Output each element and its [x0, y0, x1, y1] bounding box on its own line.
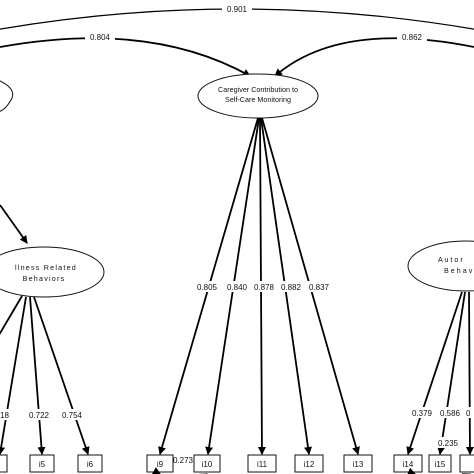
indicator-label: i10: [202, 460, 213, 469]
latent-label-line2: Self-Care Monitoring: [225, 95, 291, 104]
latent-label-line1: A u t o r: [438, 255, 463, 264]
loading-label: 0.878: [254, 283, 275, 292]
correlation-label: 0.901: [227, 5, 248, 14]
indicator-label: i15: [435, 460, 446, 469]
label-bg: [195, 281, 219, 292]
indicator-box: [343, 454, 373, 473]
label-bg: [27, 409, 51, 420]
loadings-monitoring: 0.805 0.840 0.878 0.882 0.837: [158, 117, 360, 455]
loading-arrow: [0, 295, 23, 335]
label-bg: [60, 409, 84, 420]
loading-arrow: [437, 291, 466, 455]
correlation-arc: [274, 37, 474, 77]
loading-label: 0: [466, 409, 471, 418]
loading-label: 0.805: [197, 283, 218, 292]
label-bg: [279, 281, 303, 292]
label-bg: [464, 407, 474, 418]
loadings-autonomous: 0.379 0.586 0: [406, 291, 474, 455]
indicator-label: i5: [39, 460, 46, 469]
path-arrow: [0, 204, 28, 244]
covariance-label: 0.235: [438, 439, 459, 448]
error-covariance-i9-i10: 0.273: [151, 456, 208, 474]
covariance-label: 0.273: [173, 456, 194, 465]
latent-autonomous: A u t o r B e h a v: [407, 240, 474, 292]
label-bg: [307, 281, 331, 292]
label-bg: [0, 409, 14, 420]
indicator-box: [77, 454, 103, 473]
loading-label: 0.754: [62, 411, 83, 420]
indicator-label: i14: [403, 460, 414, 469]
label-bg: [410, 407, 434, 418]
loading-label: 0.837: [309, 283, 330, 292]
latent-offscreen-left: [0, 80, 14, 112]
indicator-label: i9: [157, 460, 164, 469]
indicator-box: [247, 454, 277, 473]
latent-ellipse: [407, 240, 474, 292]
indicator-label: i6: [87, 460, 94, 469]
indicator-label: i11: [257, 460, 268, 469]
loadings-illness: 18 0.722 0.754: [0, 295, 90, 455]
latent-label-line2: Behaviors: [23, 274, 66, 283]
label-bg: [397, 31, 427, 42]
indicator-box: [29, 454, 55, 473]
loading-arrow: [406, 291, 463, 455]
loading-label: 0.882: [281, 283, 302, 292]
correlation-0.804: 0.804: [0, 31, 251, 77]
correlation-0.901: 0.901: [0, 3, 474, 30]
loading-arrow: [29, 296, 46, 455]
correlation-arc: [0, 37, 251, 77]
label-bg: [222, 3, 252, 14]
indicators: i5 i6 i9 i10 i11 i12 i13 i14 i15: [0, 454, 474, 473]
label-bg: [225, 281, 249, 292]
loading-label: 0.379: [412, 409, 433, 418]
latent-monitoring: Caregiver Contribution to Self-Care Moni…: [197, 73, 319, 119]
latent-illness-related: llness Related Behaviors: [0, 246, 105, 298]
loading-label: 0.840: [227, 283, 248, 292]
correlation-label: 0.804: [90, 33, 111, 42]
latent-label-line1: llness Related: [15, 263, 77, 272]
label-bg: [252, 281, 276, 292]
indicator-label: i12: [304, 460, 315, 469]
label-bg: [436, 437, 460, 448]
loading-label: 18: [0, 411, 9, 420]
indicator-box: [0, 454, 8, 473]
loading-label: 0.722: [29, 411, 50, 420]
correlation-0.862: 0.862: [274, 31, 474, 77]
indicator-box: [294, 454, 324, 473]
indicator-label: i13: [353, 460, 364, 469]
indicator-box: [459, 454, 474, 473]
loading-label: 0.586: [440, 409, 461, 418]
loading-arrow: [0, 296, 27, 455]
latent-label-line1: Caregiver Contribution to: [218, 85, 298, 94]
latent-ellipse: [0, 246, 105, 298]
loading-arrow: [33, 296, 90, 455]
error-covariance-i14-i15: 0.235: [407, 437, 471, 474]
loading-arrow: [465, 291, 474, 455]
label-bg: [438, 407, 462, 418]
label-bg: [85, 31, 115, 42]
correlation-label: 0.862: [402, 33, 423, 42]
latent-label-line2: B e h a v: [444, 266, 473, 275]
